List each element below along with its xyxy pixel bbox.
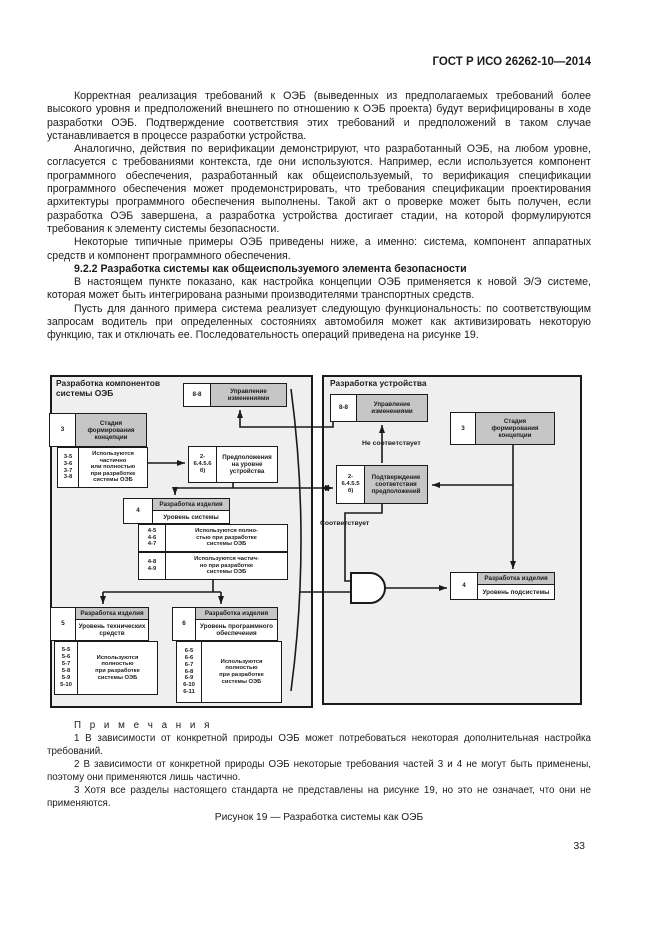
paragraph: В настоящем пункте показано, как настрой… <box>47 276 591 302</box>
right-change-management-box: 8-8 Управление изменениями <box>330 394 428 422</box>
clause-ref: 5-5 5-6 5-7 5-8 5-9 5-10 <box>55 642 78 694</box>
page-number: 33 <box>573 840 585 852</box>
clause-ref: 4 <box>451 573 478 599</box>
clause-ref: 3-5 3-6 3-7 3-8 <box>58 448 79 487</box>
box-header: Разработка изделия <box>153 499 229 511</box>
left-software-fully-applied-box: 6-5 6-6 6-7 6-8 6-9 6-10 6-11 Используют… <box>176 641 282 703</box>
paragraph: Аналогично, действия по верификации демо… <box>47 143 591 235</box>
left-hardware-level-box: 5 Разработка изделия Уровень технических… <box>50 607 149 641</box>
right-subsystem-level-box: 4 Разработка изделия Уровень подсистемы <box>450 572 555 600</box>
left-item-assumptions-box: 2- 6.4.5.6 б) Предположения на уровне ус… <box>188 446 278 483</box>
notes-block: П р и м е ч а н и я 1 В зависимости от к… <box>47 719 591 810</box>
left-concept-phase-box: 3 Стадия формирования концепции <box>49 413 147 447</box>
right-panel-title: Разработка устройства <box>330 378 427 388</box>
clause-ref: 4-5 4-6 4-7 <box>139 525 166 551</box>
paragraph: Пусть для данного примера система реализ… <box>47 302 591 342</box>
note-item: 2 В зависимости от конкретной природы ОЭ… <box>47 759 591 783</box>
box-label: Используются полно- стью при разработке … <box>195 528 258 548</box>
section-heading: 9.2.2 Разработка системы как общеиспольз… <box>74 262 467 275</box>
clause-ref: 2- 6.4.5.6 б) <box>189 447 217 482</box>
box-level: Уровень подсистемы <box>482 588 550 596</box>
box-level: Уровень технических средств <box>78 623 146 637</box>
not-comply-label: Не соответствует <box>362 440 421 447</box>
box-label: Управление изменениями <box>357 395 427 421</box>
box-header: Разработка изделия <box>196 608 277 620</box>
right-assumptions-confirmation-box: 2- 6.4.5.5 б) Подтверждение соответствия… <box>336 465 428 504</box>
note-item: 3 Хотя все разделы настоящего стандарта … <box>47 785 591 809</box>
left-system-partially-applied-box: 4-8 4-9 Используются частич- но при разр… <box>138 552 288 580</box>
box-label: Предположения на уровне устройства <box>222 454 272 475</box>
paragraph: Некоторые типичные примеры ОЭБ приведены… <box>47 236 591 262</box>
paragraph: Корректная реализация требований к ОЭБ (… <box>47 90 591 142</box>
comply-label: Соответствует <box>320 520 370 527</box>
page-header: ГОСТ Р ИСО 26262-10—2014 <box>432 56 591 68</box>
clause-ref: 3 <box>50 414 76 446</box>
box-label: Используются полностью при разработке си… <box>95 654 140 681</box>
box-label: Используются полностью при разработке си… <box>219 658 264 685</box>
notes-title: П р и м е ч а н и я <box>74 720 213 731</box>
left-panel-title: Разработка компонентов системы ОЭБ <box>56 378 161 398</box>
clause-ref: 5 <box>51 608 76 640</box>
clause-ref: 8-8 <box>184 384 211 406</box>
box-header: Разработка изделия <box>478 573 554 585</box>
box-label: Подтверждение соответствия предположений <box>365 466 427 503</box>
right-concept-phase-box: 3 Стадия формирования концепции <box>450 412 555 445</box>
left-system-level-box: 4 Разработка изделия Уровень системы <box>123 498 230 524</box>
clause-ref: 6 <box>173 608 196 640</box>
clause-ref: 3 <box>451 413 476 444</box>
clause-ref: 4 <box>124 499 153 523</box>
left-change-management-box: 8-8 Управление изменениями <box>183 383 287 407</box>
box-label: Используются частич- но при разработке с… <box>194 556 259 576</box>
left-software-level-box: 6 Разработка изделия Уровень программног… <box>172 607 278 641</box>
box-label: Стадия формирования концепции <box>476 413 554 444</box>
box-level: Уровень системы <box>163 513 219 521</box>
figure-caption: Рисунок 19 — Разработка системы как ОЭБ <box>214 812 424 823</box>
box-label: Управление изменениями <box>211 384 286 406</box>
left-concept-usage-box: 3-5 3-6 3-7 3-8 Используются частично ил… <box>57 447 148 488</box>
clause-ref: 4-8 4-9 <box>139 553 166 579</box>
box-label: Стадия формирования концепции <box>76 414 146 446</box>
clause-ref: 6-5 6-6 6-7 6-8 6-9 6-10 6-11 <box>177 642 202 702</box>
clause-ref: 2- 6.4.5.5 б) <box>337 466 365 503</box>
clause-ref: 8-8 <box>331 395 357 421</box>
box-header: Разработка изделия <box>76 608 148 620</box>
left-hardware-fully-applied-box: 5-5 5-6 5-7 5-8 5-9 5-10 Используются по… <box>54 641 158 695</box>
left-system-fully-applied-box: 4-5 4-6 4-7 Используются полно- стью при… <box>138 524 288 552</box>
note-item: 1 В зависимости от конкретной природы ОЭ… <box>47 733 591 757</box>
box-label: Используются частично или полностью при … <box>90 451 136 484</box>
body-text: Корректная реализация требований к ОЭБ (… <box>47 90 591 343</box>
box-level: Уровень программного обеспечения <box>200 623 273 637</box>
